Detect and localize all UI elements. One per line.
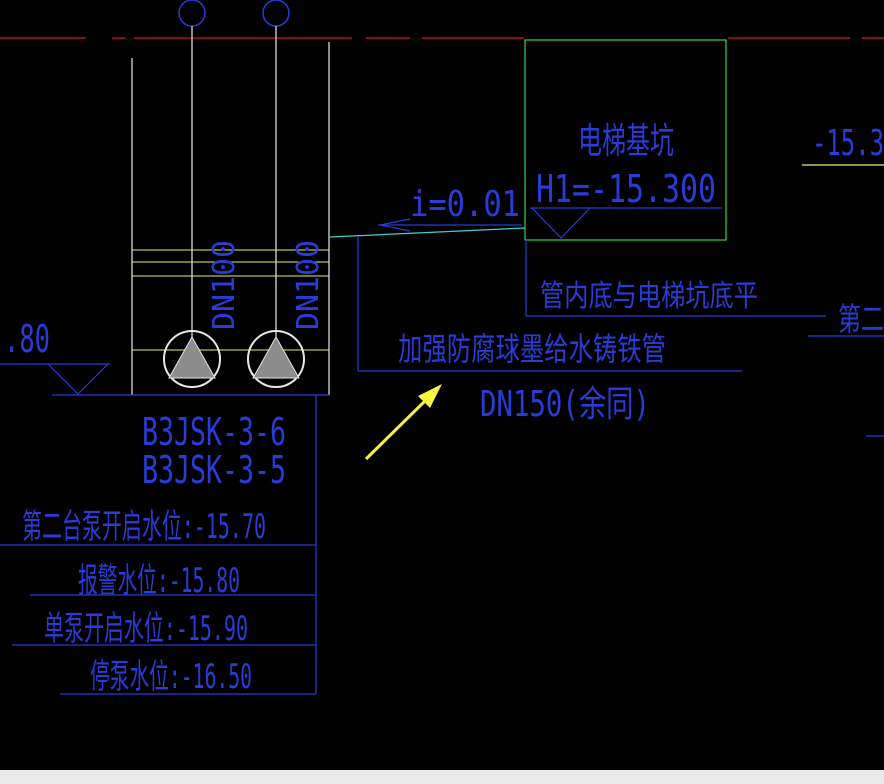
pipe-size-label: DN100: [291, 240, 326, 330]
pump-icon: [247, 330, 305, 388]
grid-bubble-icons: [178, 0, 290, 27]
level-label: 停泵水位:-16.50: [90, 657, 252, 697]
level-label: 报警水位:-15.80: [78, 561, 240, 601]
pipe-size: DN150(余同): [480, 384, 650, 425]
level-label: 单泵开启水位:-15.90: [44, 609, 248, 649]
right-elevation: -15.3: [812, 123, 884, 164]
pipe-size-label: DN100: [207, 240, 242, 330]
pit-wall: [131, 42, 330, 395]
left-elevation: .80: [4, 317, 50, 361]
pump-icon: [163, 330, 221, 388]
slope-label: i=0.01: [410, 184, 520, 225]
highlight-arrow-icon: [364, 384, 442, 461]
drain-pipe: [329, 227, 526, 238]
grid-bubble-icon: [262, 0, 290, 27]
grid-bubble-icon: [178, 0, 206, 27]
elevator-pit-outline: [524, 39, 727, 241]
slope-arrow-icon: [378, 218, 522, 232]
right-partial-label: 第二: [838, 300, 884, 338]
pump-id: B3JSK-3-5: [142, 448, 286, 492]
pit-title: 电梯基坑: [578, 121, 674, 162]
pipe-note: 管内底与电梯坑底平: [540, 279, 758, 314]
pump-pipes: [191, 26, 277, 350]
pit-elevation: H1=-15.300: [536, 167, 716, 211]
level-table-lines: [0, 395, 317, 695]
level-label: 第二台泵开启水位:-15.70: [22, 507, 266, 547]
status-bar: [0, 770, 884, 784]
pipe-material: 加强防腐球墨给水铸铁管: [398, 330, 666, 368]
pump-id: B3JSK-3-6: [142, 410, 286, 454]
elevation-marker: [530, 207, 722, 239]
pump-icons: [163, 330, 305, 388]
pipe-note-leader: [357, 236, 826, 372]
left-elevation-marker: [0, 363, 329, 396]
